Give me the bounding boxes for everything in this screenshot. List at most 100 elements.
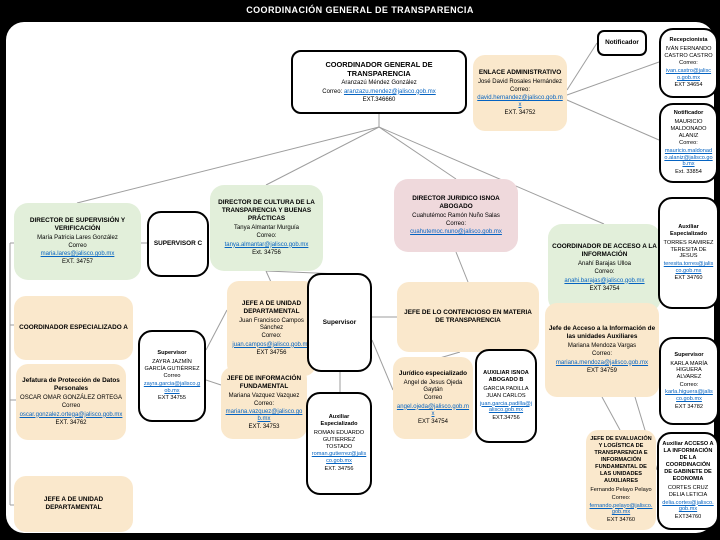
extension: EXT 34756 bbox=[256, 349, 287, 356]
box-auxiliar-torres: Auxiliar Especializado TORRES RAMIREZ TE… bbox=[658, 197, 719, 309]
correo-label: Correo: bbox=[611, 494, 631, 501]
person-name: CORTES CRUZ DELIA LETICIA bbox=[667, 485, 709, 498]
correo-label: Correo: bbox=[261, 333, 282, 340]
correo-label: Correo: bbox=[253, 400, 274, 407]
box-jefatura-proteccion-datos: Jefatura de Protección de Datos Personal… bbox=[16, 364, 126, 440]
role-title: Jurídico especializado bbox=[398, 369, 468, 377]
role-title: JEFE DE EVALUACIÓN Y LOGÍSTICA DE TRANSP… bbox=[590, 436, 652, 485]
extension: EXT 34755 bbox=[158, 395, 186, 402]
email-link[interactable]: mauricio.maldonado.alaniz@jalisco.gob.mx bbox=[664, 147, 713, 168]
box-juridico-especializado: Jurídico especializado Angel de Jesus Oj… bbox=[393, 357, 473, 439]
email-link[interactable]: david.hernandez@jalisco.gob.mx bbox=[477, 94, 563, 109]
role-title: Auxiliar ACCESO A LA INFORMACIÓN DE LA C… bbox=[662, 441, 714, 483]
email-link[interactable]: tanya.almantar@jalisco.gob.mx bbox=[224, 241, 309, 248]
extension: EXT. 34756 bbox=[324, 465, 354, 472]
email-link[interactable]: angel.ojeda@jalisco.gob.mx bbox=[396, 403, 470, 417]
box-notificador: Notificador bbox=[597, 30, 647, 56]
person-name: Cuahutémoc Ramón Nuño Salas bbox=[412, 212, 500, 219]
box-coordinador-especializado: COORDINADOR ESPECIALIZADO A bbox=[14, 296, 133, 360]
extension: EXT 34782 bbox=[675, 403, 703, 410]
correo-label: Correo bbox=[68, 242, 87, 249]
box-auxiliar-delia: Auxiliar ACCESO A LA INFORMACIÓN DE LA C… bbox=[657, 432, 719, 530]
email-link[interactable]: juan.campos@jalisco.gob.mx bbox=[232, 341, 311, 348]
email-link[interactable]: karla.higuera@jalisco.gob.mx bbox=[665, 389, 713, 403]
email-link[interactable]: ivan.castro@jalisco.gob.mx bbox=[665, 67, 712, 81]
extension: EXT 34654 bbox=[674, 82, 703, 89]
box-notificador-mauricio: Notificador MAURICIO MALDONADO ALANIZ Co… bbox=[659, 103, 718, 183]
correo-label: Correo bbox=[61, 403, 81, 410]
box-coordinador-acceso: COORDINADOR DE ACCESO A LA INFORMACIÓN A… bbox=[548, 224, 661, 312]
person-name: MAURICIO MALDONADO ALANIZ bbox=[670, 119, 707, 139]
correo-label: Correo: bbox=[679, 60, 698, 67]
box-supervisor-c: SUPERVISOR C bbox=[147, 211, 209, 277]
role-title: COORDINADOR ESPECIALIZADO A bbox=[19, 324, 128, 331]
extension: Ext. 34756 bbox=[252, 249, 281, 256]
person-name: OSCAR OMAR GONZÁLEZ ORTEGA bbox=[20, 395, 122, 402]
email-link[interactable]: roman.gutierrez@jalisco.gob.mx bbox=[311, 451, 367, 465]
correo-label: Correo: bbox=[679, 381, 699, 388]
role-title: Jefe de Acceso a la Información de las u… bbox=[548, 325, 656, 341]
email-line: Correo: aranzazu.mendez@jalisco.gob.mx bbox=[322, 89, 436, 96]
box-coordinador-general: COORDINADOR GENERAL DE TRANSPARENCIA Ara… bbox=[291, 50, 467, 114]
person-name: José David Rosales Hernández bbox=[477, 78, 563, 85]
extension: EXT. 34753 bbox=[248, 424, 280, 431]
box-jefe-informacion-fundamental: JEFE DE INFORMACIÓN FUNDAMENTAL Mariana … bbox=[221, 367, 307, 439]
email-link[interactable]: oscar.gonzalez.ortega@jalisco.gob.mx bbox=[19, 411, 123, 418]
box-supervisor-zayra: Supervisor ZAYRA JAZMÍN GARCÍA GUTIÉRREZ… bbox=[138, 330, 206, 422]
box-supervisor-centro: Supervisor bbox=[307, 273, 372, 372]
person-name: KARLA MARÍA HIGUERA ALVAREZ bbox=[670, 360, 708, 380]
role-title: JEFE DE INFORMACIÓN FUNDAMENTAL bbox=[226, 374, 302, 390]
person-name: Mariana Mendoza Vargas bbox=[567, 343, 637, 350]
email-link[interactable]: fernando.pelayo@jalisco.gob.mx bbox=[589, 502, 653, 516]
person-name: ZAYRA JAZMÍN GARCÍA GUTIÉRREZ bbox=[144, 358, 200, 372]
correo-label: Correo: bbox=[591, 351, 612, 358]
person-name: Juan Francisco Campos Sánchez bbox=[239, 318, 304, 332]
box-enlace-administrativo: ENLACE ADMINISTRATIVO José David Rosales… bbox=[473, 55, 567, 131]
email-link[interactable]: zayra.garcia@jalisco.gob.mx bbox=[143, 380, 201, 394]
person-name: Anahí Barajas Ulloa bbox=[577, 261, 632, 268]
role-title: Supervisor bbox=[157, 349, 187, 356]
person-name: TORRES RAMIREZ TERESITA DE JESUS bbox=[663, 239, 714, 260]
role-title: JEFE A DE UNIDAD DEPARTAMENTAL bbox=[43, 496, 104, 511]
role-title: Auxiliar Especializado bbox=[670, 223, 707, 237]
box-jefe-unidad-departamental: JEFE A DE UNIDAD DEPARTAMENTAL bbox=[14, 476, 133, 532]
email-link[interactable]: teresita.torres@jalisco.gob.mx bbox=[663, 260, 714, 274]
role-title: DIRECTOR JURIDICO ISNOA ABOGADO bbox=[412, 194, 500, 210]
correo-label: Correo bbox=[423, 395, 443, 402]
email-link[interactable]: mariana.vazquez@jalisco.gob.mx bbox=[225, 408, 303, 423]
role-title: Supervisor bbox=[322, 318, 357, 326]
role-title: AUXILIAR ISNOA ABOGADO B bbox=[483, 370, 529, 384]
email-link[interactable]: maria.lares@jalisco.gob.mx bbox=[40, 251, 115, 257]
email-link[interactable]: aranzazu.mendez@jalisco.gob.mx bbox=[343, 88, 436, 95]
box-auxiliar-roman: Auxiliar Especializado ROMAN EDUARDO GUT… bbox=[306, 392, 372, 495]
email-link[interactable]: juan.garcia.padilla@jalisco.gob.mx bbox=[480, 400, 533, 414]
role-title: COORDINADOR DE ACCESO A LA INFORMACIÓN bbox=[552, 243, 657, 259]
person-name: Tanya Almantar Murguía bbox=[233, 225, 300, 232]
box-director-supervision: DIRECTOR DE SUPERVISIÓN Y VERIFICACIÓN M… bbox=[14, 203, 141, 280]
role-title: Supervisor bbox=[674, 351, 704, 358]
page-title: COORDINACIÓN GENERAL DE TRANSPARENCIA bbox=[246, 5, 474, 15]
person-name: Aranzazú Méndez González bbox=[341, 80, 417, 87]
extension: EXT 34754 bbox=[589, 285, 620, 292]
email-link[interactable]: mariana.mendoza@jalisco.gob.mx bbox=[555, 359, 649, 366]
role-title: COORDINADOR GENERAL DE TRANSPARENCIA bbox=[325, 59, 433, 79]
email-link[interactable]: delia.cortes@jalisco.gob.mx bbox=[662, 499, 714, 513]
role-title: SUPERVISOR C bbox=[153, 240, 203, 247]
extension: EXT 34754 bbox=[418, 418, 448, 425]
correo-label: Correo: bbox=[509, 86, 530, 93]
correo-label: Correo: bbox=[594, 269, 615, 276]
email-link[interactable]: cuahutemoc.nuno@jalisco.gob.mx bbox=[410, 229, 502, 236]
extension: EXT. 34752 bbox=[504, 110, 536, 117]
extension: Ext. 33854 bbox=[675, 169, 702, 176]
correo-label: Correo: bbox=[679, 140, 698, 147]
extension: EXT.34756 bbox=[492, 415, 520, 422]
extension: EXT 34759 bbox=[587, 367, 617, 374]
role-title: DIRECTOR DE SUPERVISIÓN Y VERIFICACIÓN bbox=[29, 216, 126, 232]
box-director-juridico: DIRECTOR JURIDICO ISNOA ABOGADO Cuahutém… bbox=[394, 179, 518, 252]
person-name: ROMAN EDUARDO GUTIERREZ TOSTADO bbox=[313, 430, 365, 450]
extension: EXT.346660 bbox=[362, 96, 396, 103]
box-jefe-acceso-unidades: Jefe de Acceso a la Información de las u… bbox=[545, 303, 659, 397]
email-link[interactable]: anahi.barajas@jalisco.gob.mx bbox=[564, 277, 645, 284]
role-title: Auxiliar Especializado bbox=[320, 414, 358, 428]
person-name: Fernando Pelayo Pelayo bbox=[590, 487, 652, 494]
